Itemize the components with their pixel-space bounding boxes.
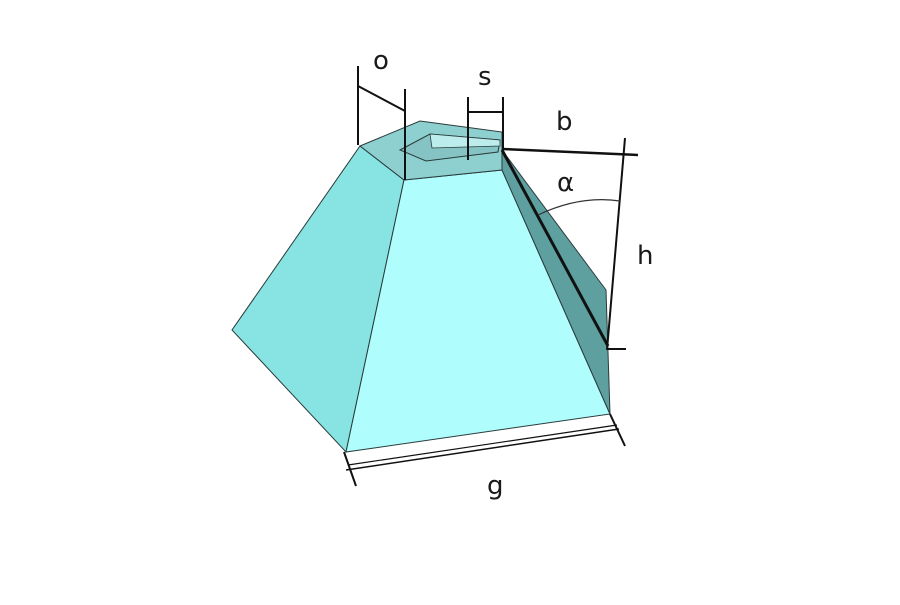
- dim-h-line: [606, 137, 626, 351]
- dim-g-line-inner: [347, 424, 618, 466]
- alpha-arc: [537, 199, 621, 216]
- label-s: s: [478, 62, 492, 92]
- dim-g-tick-left: [343, 451, 357, 487]
- right-edge-highlight: [500, 149, 610, 347]
- dim-g-line: [345, 428, 620, 471]
- dim-b-line: [501, 147, 639, 157]
- label-o: o: [373, 46, 389, 76]
- dim-o-line: [357, 85, 406, 112]
- label-alpha: α: [557, 168, 574, 198]
- label-h: h: [637, 241, 653, 271]
- dim-g-tick-right: [609, 413, 626, 447]
- label-b: b: [556, 107, 573, 137]
- inner-opening-top: [429, 133, 501, 149]
- label-g: g: [487, 471, 504, 501]
